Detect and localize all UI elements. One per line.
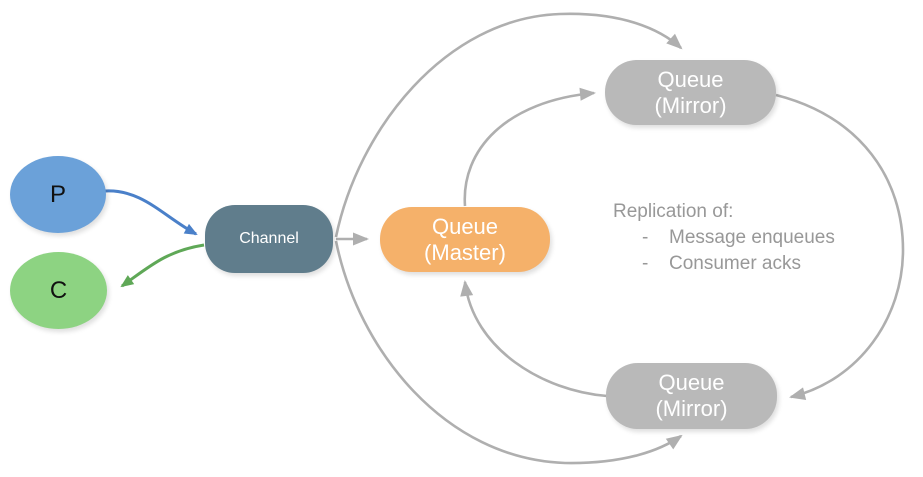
edge-channel-to-mirror-bottom (334, 240, 683, 465)
replication-item-label: Consumer acks (669, 253, 801, 274)
replication-item-label: Message enqueues (669, 227, 835, 248)
node-channel: Channel (205, 205, 333, 273)
node-queue-master: Queue (Master) (380, 207, 550, 272)
replication-title: Replication of: (613, 201, 734, 222)
producer-label: P (49, 180, 66, 208)
edge-channel-to-mirror-top (334, 12, 683, 238)
replication-item: - Message enqueues (613, 225, 835, 251)
edge-mirror-top-to-mirror-bottom (775, 93, 905, 400)
edge-mirror-bottom-to-master (460, 280, 608, 398)
queue-mirror-bottom-label-line2: (Mirror) (655, 396, 728, 421)
channel-label: Channel (239, 230, 299, 247)
edge-channel-to-consumer (120, 243, 205, 288)
node-producer: P (10, 156, 106, 233)
edge-producer-to-channel (104, 189, 198, 236)
replication-item: - Consumer acks (613, 251, 835, 277)
consumer-label: C (49, 276, 68, 304)
node-queue-mirror-top: Queue (Mirror) (605, 60, 776, 125)
bullet-dash: - (642, 253, 649, 274)
edge-master-to-mirror-top (463, 87, 596, 207)
queue-master-label-line2: (Master) (424, 239, 506, 265)
queue-master-label-line1: Queue (431, 213, 499, 239)
queue-mirror-top-label-line2: (Mirror) (654, 92, 727, 118)
bullet-dash: - (642, 227, 649, 248)
node-consumer: C (10, 252, 107, 329)
node-queue-mirror-bottom: Queue (Mirror) (606, 363, 777, 429)
replication-annotation: Replication of: - Message enqueues - Con… (613, 199, 835, 277)
queue-mirror-bottom-label-line1: Queue (658, 370, 725, 395)
queue-mirror-top-label-line1: Queue (657, 66, 724, 92)
